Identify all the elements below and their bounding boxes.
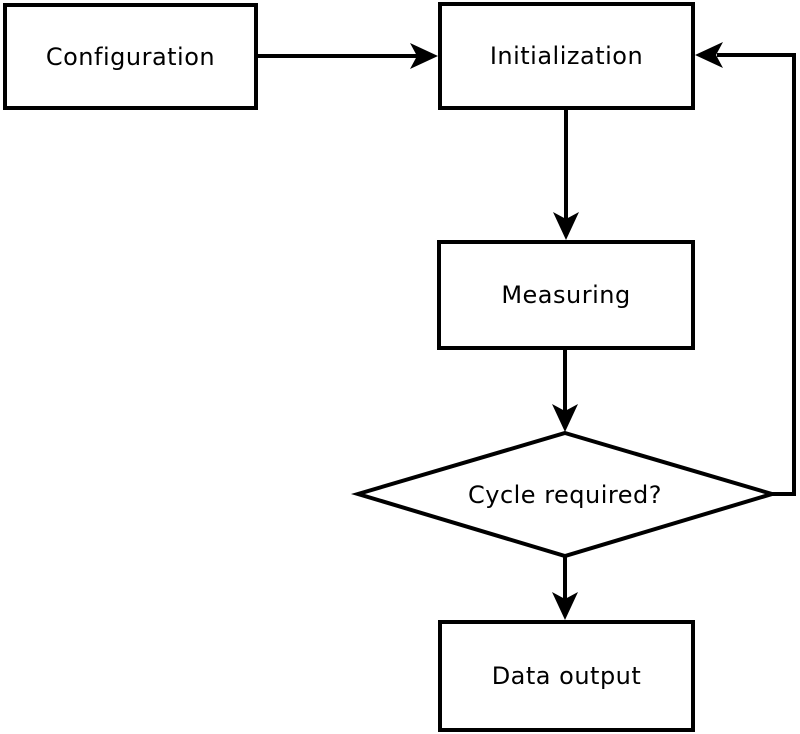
node-initialization-label: Initialization bbox=[489, 42, 644, 70]
node-configuration: Configuration bbox=[3, 3, 258, 110]
arrowhead-into-initialization-right bbox=[695, 42, 723, 68]
node-data-output-label: Data output bbox=[491, 662, 642, 690]
node-measuring-label: Measuring bbox=[501, 281, 631, 309]
node-cycle-required: Cycle required? bbox=[358, 433, 772, 556]
arrowhead-into-measuring-top bbox=[553, 212, 579, 240]
node-data-output: Data output bbox=[438, 620, 695, 732]
arrowhead-into-decision-top bbox=[552, 404, 578, 432]
node-cycle-required-label: Cycle required? bbox=[467, 480, 662, 509]
arrowhead-into-initialization-left bbox=[410, 43, 438, 69]
node-measuring: Measuring bbox=[437, 240, 695, 350]
arrowhead-into-data-output-top bbox=[552, 592, 578, 620]
edge-cycle-required-to-initialization-loop bbox=[717, 53, 796, 496]
node-initialization: Initialization bbox=[438, 2, 695, 110]
node-cycle-required-shape bbox=[350, 430, 780, 559]
node-configuration-label: Configuration bbox=[45, 42, 216, 71]
